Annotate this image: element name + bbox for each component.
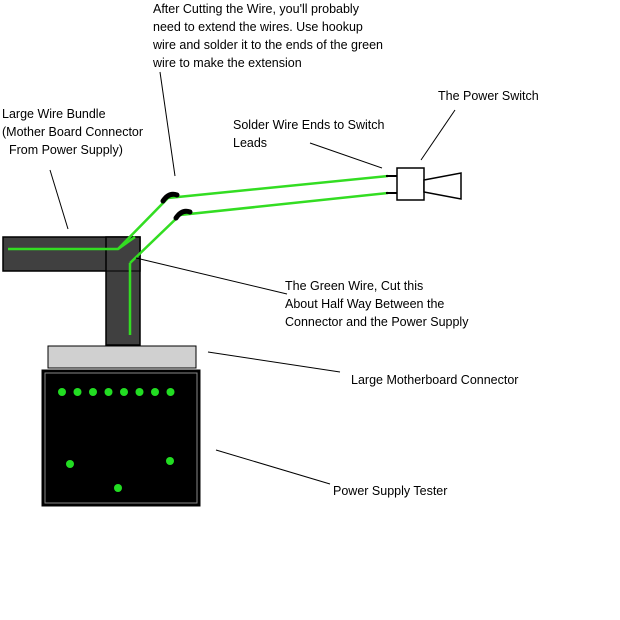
tester-led: [166, 457, 174, 465]
leader-extend-note: [159, 71, 176, 177]
label-wire-bundle: Large Wire Bundle (Mother Board Connecto…: [2, 107, 144, 157]
tester-border: [44, 372, 198, 504]
green-wire-upper: [117, 174, 389, 250]
green-wire-lower: [129, 191, 389, 264]
label-green-wire: The Green Wire, Cut this About Half Way …: [285, 279, 469, 329]
tester-led: [89, 388, 97, 396]
tester-led: [151, 388, 159, 396]
label-solder: Solder Wire Ends to Switch Leads: [233, 118, 385, 150]
tester-led: [120, 388, 128, 396]
label-power-switch: The Power Switch: [438, 89, 539, 103]
tester-led: [104, 388, 113, 396]
leader-switch: [420, 109, 456, 161]
wire-bundle-vertical: [105, 236, 141, 346]
label-mb-connector: Large Motherboard Connector: [351, 373, 519, 387]
tester-led: [114, 484, 122, 492]
leader-tester: [215, 449, 331, 485]
motherboard-connector: [47, 345, 197, 369]
leader-green-wire: [135, 257, 288, 295]
leader-bundle: [49, 169, 69, 230]
tester-led: [58, 388, 66, 396]
power-switch-body: [396, 167, 425, 201]
label-extend-note: After Cutting the Wire, you'll probably …: [153, 2, 384, 70]
tester-leds: [58, 388, 175, 492]
label-tester: Power Supply Tester: [333, 484, 448, 498]
tester-led: [73, 388, 82, 396]
tester-led: [66, 460, 74, 468]
tester-led: [135, 388, 144, 396]
leader-solder: [309, 142, 383, 169]
power-switch-toggle: [423, 172, 462, 200]
solder-joint-lower: [173, 208, 193, 221]
leader-mb-connector: [207, 351, 341, 373]
solder-joint-upper: [160, 191, 180, 204]
tester-led: [166, 388, 175, 396]
